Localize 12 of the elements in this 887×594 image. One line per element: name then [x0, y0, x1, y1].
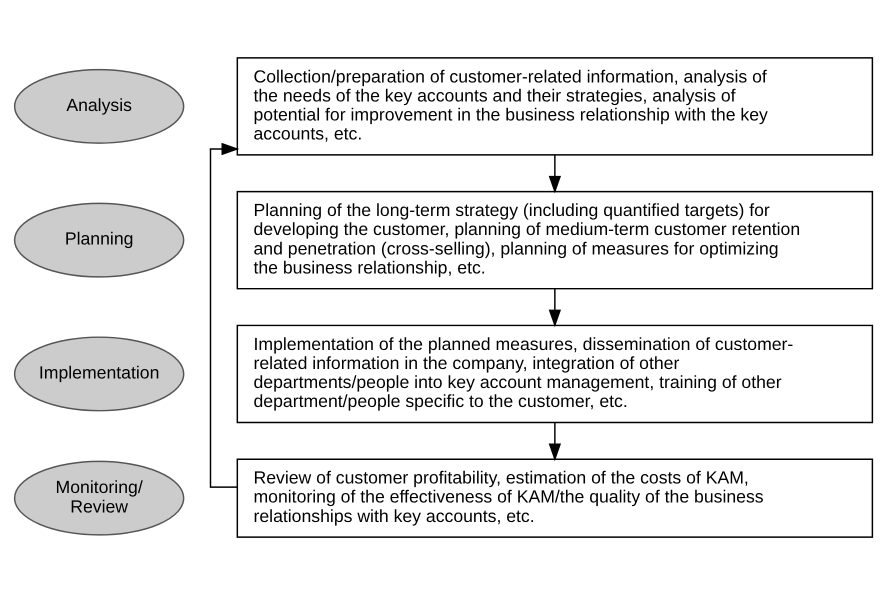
- arrow: [548, 154, 562, 194]
- node-box: Collection/preparation of customer-related information, analysis of the needs of the key accounts and their strategies, analysis of potential for improvement in the business relationship with the key accounts, etc.: [236, 56, 874, 156]
- arrow: [548, 288, 562, 327]
- node-ellipse: Planning: [14, 202, 184, 278]
- node-box: Review of customer profitability, estimation of the costs of KAM, monitoring of the effectiveness of KAM/the quality of the business relationships with key accounts, etc.: [236, 458, 874, 538]
- arrow: [548, 422, 562, 461]
- node-ellipse: Monitoring/ Review: [14, 460, 184, 536]
- arrow: [210, 142, 240, 488]
- node-ellipse: Analysis: [14, 68, 184, 144]
- node-box: Planning of the long-term strategy (including quantified targets) for developing the customer, planning of medium-term customer retention and penetration (cross-selling), planning of measures for optimizing the business relationship, etc.: [236, 190, 874, 289]
- node-box: Implementation of the planned measures, dissemination of customer-related information in the company, integration of other departments/people into key account management, training of other department/people specific to the customer, etc.: [236, 324, 874, 423]
- node-ellipse: Implementation: [14, 336, 184, 411]
